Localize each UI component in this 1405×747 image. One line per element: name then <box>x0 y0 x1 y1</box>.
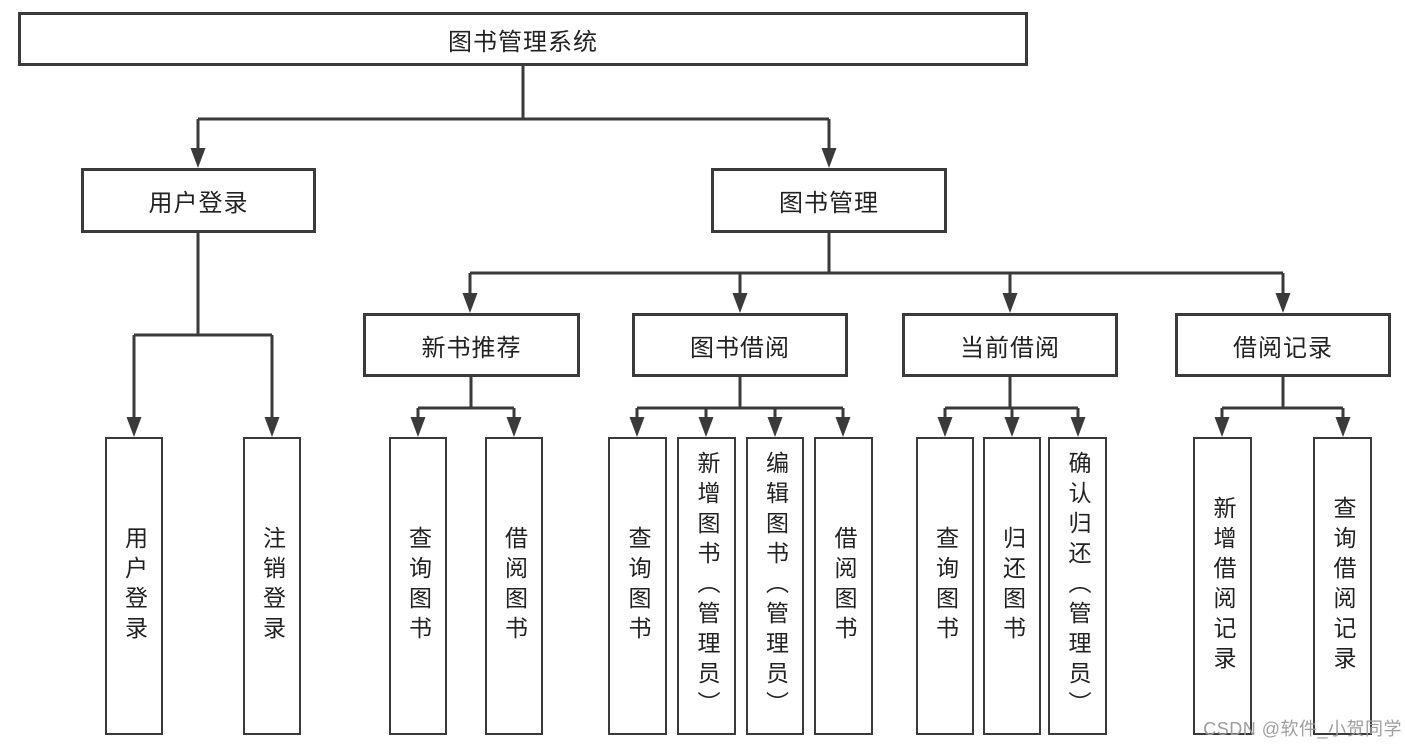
node-label: 归还图书 <box>999 526 1026 646</box>
node-label: 编辑图书（管理员） <box>762 451 789 721</box>
node-label: 图书管理系统 <box>448 28 598 56</box>
node-label: 图书借阅 <box>690 334 790 362</box>
node-label: 新增图书（管理员） <box>694 451 720 721</box>
node-user-login: 用户登录 <box>81 168 316 233</box>
leaf-user-login: 用户登录 <box>105 437 163 735</box>
wire-root-branch <box>190 66 837 168</box>
leaf-add-book-admin: 新增图书（管理员） <box>677 437 736 735</box>
leaf-query-books-recommend: 查询图书 <box>389 437 447 735</box>
node-label: 借阅图书 <box>501 526 528 646</box>
wire-book-borrowing-branch <box>629 377 851 437</box>
node-label: 查询图书 <box>405 526 432 646</box>
node-label: 确认归还（管理员） <box>1065 451 1091 721</box>
leaf-borrow-books-recommend: 借阅图书 <box>485 437 543 735</box>
wire-book-management-branch <box>462 233 1291 313</box>
node-label: 查询图书 <box>932 526 959 646</box>
node-book-borrowing: 图书借阅 <box>632 313 848 377</box>
node-label: 图书管理 <box>779 190 879 217</box>
wire-current-borrowing-branch <box>937 377 1086 437</box>
leaf-query-books-borrowing: 查询图书 <box>608 437 667 735</box>
node-label: 用户登录 <box>148 190 249 217</box>
node-new-book-recommend: 新书推荐 <box>363 313 580 377</box>
leaf-confirm-return-admin: 确认归还（管理员） <box>1048 437 1107 735</box>
node-label: 查询图书 <box>625 526 651 646</box>
node-label: 注销登录 <box>259 526 286 646</box>
leaf-query-borrow-record: 查询借阅记录 <box>1313 437 1372 735</box>
wire-user-login-branch <box>126 233 280 437</box>
leaf-query-books-current: 查询图书 <box>916 437 974 735</box>
leaf-edit-book-admin: 编辑图书（管理员） <box>746 437 804 735</box>
node-label: 借阅记录 <box>1233 334 1333 362</box>
node-label: 借阅图书 <box>831 526 857 646</box>
csdn-watermark: CSDN @软件_小贺同学 <box>1203 719 1402 739</box>
node-library-management-system: 图书管理系统 <box>18 12 1028 66</box>
node-label: 新书推荐 <box>421 334 522 362</box>
leaf-borrow-books-borrowing: 借阅图书 <box>814 437 873 735</box>
wire-new-book-recommend-branch <box>410 377 522 437</box>
node-label: 用户登录 <box>121 526 148 646</box>
node-current-borrowing: 当前借阅 <box>902 313 1118 377</box>
node-label: 查询借阅记录 <box>1330 496 1356 676</box>
leaf-add-borrow-record: 新增借阅记录 <box>1193 437 1252 735</box>
node-label: 当前借阅 <box>960 334 1060 362</box>
node-book-management: 图书管理 <box>711 168 947 233</box>
wire-borrowing-records-branch <box>1214 377 1351 437</box>
node-borrowing-records: 借阅记录 <box>1175 313 1391 377</box>
node-label: 新增借阅记录 <box>1210 496 1236 676</box>
leaf-logout: 注销登录 <box>243 437 301 735</box>
leaf-return-book: 归还图书 <box>983 437 1041 735</box>
